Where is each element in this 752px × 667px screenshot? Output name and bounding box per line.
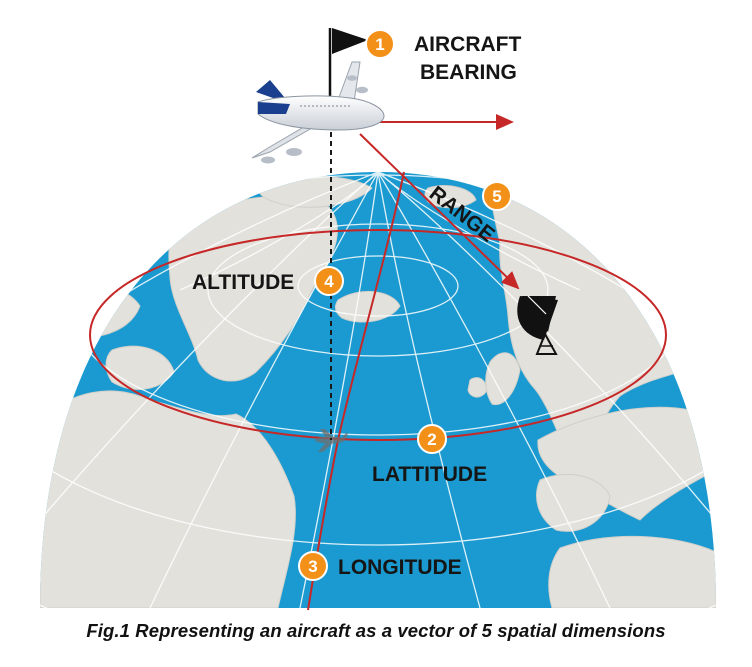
badge-longitude: 3 xyxy=(298,551,328,581)
svg-text:2: 2 xyxy=(427,430,436,449)
airplane-icon xyxy=(251,61,385,164)
range-arrow xyxy=(359,133,520,290)
badge-altitude: 4 xyxy=(314,266,344,296)
badge-latitude: 2 xyxy=(417,424,447,454)
svg-text:5: 5 xyxy=(492,187,501,206)
latitude-circle xyxy=(89,229,667,441)
satellite-dish-icon xyxy=(517,295,558,355)
label-altitude: ALTITUDE xyxy=(192,271,294,294)
figure-caption: Fig.1 Representing an aircraft as a vect… xyxy=(86,620,666,641)
svg-text:1: 1 xyxy=(375,35,384,54)
svalbard xyxy=(424,185,477,209)
badge-range: 5 xyxy=(482,181,512,211)
svg-text:4: 4 xyxy=(324,272,334,291)
label-latitude: LATTITUDE xyxy=(372,463,487,486)
label-bearing-line1: AIRCRAFT xyxy=(414,33,521,56)
label-longitude: LONGITUDE xyxy=(338,556,462,579)
globe xyxy=(40,172,716,608)
badge-bearing: 1 xyxy=(365,29,395,59)
ireland xyxy=(467,377,487,398)
label-bearing-line2: BEARING xyxy=(420,61,517,84)
british-isles xyxy=(485,352,521,406)
svg-text:3: 3 xyxy=(308,557,317,576)
africa xyxy=(548,535,716,608)
